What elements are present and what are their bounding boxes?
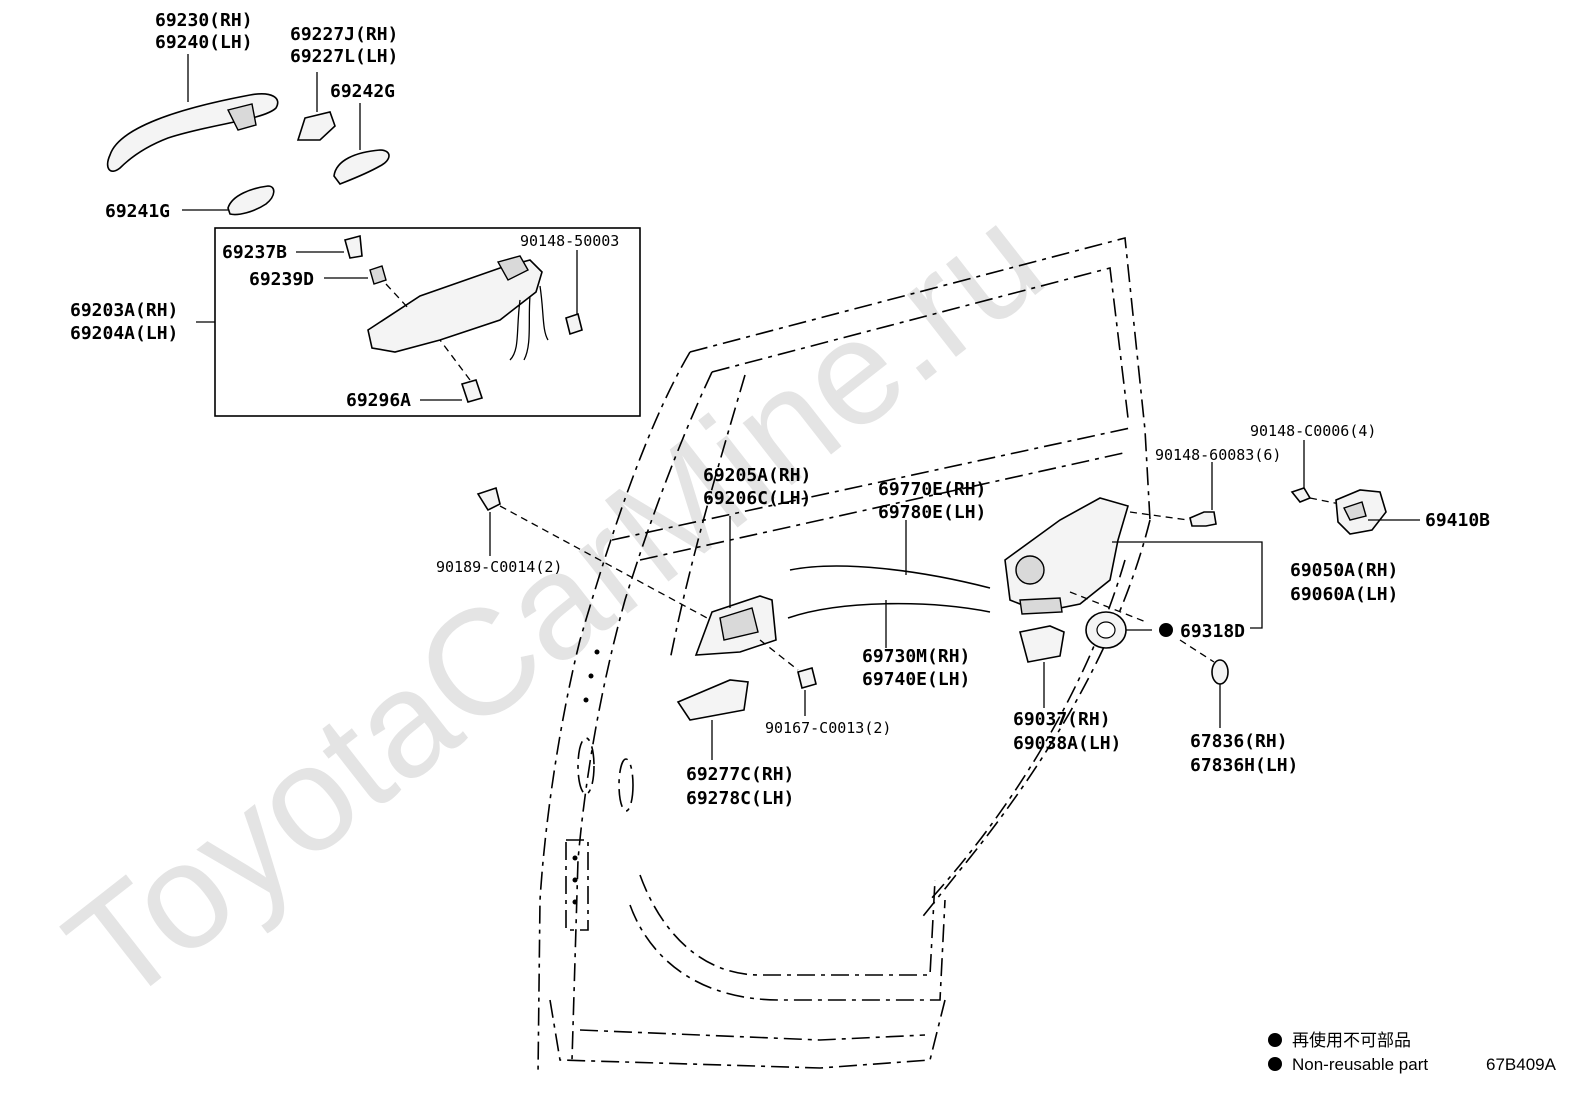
svg-text:69204A(LH): 69204A(LH): [70, 323, 178, 344]
striker-screw: [1290, 487, 1312, 503]
lock-cable: [789, 565, 991, 589]
frame-bolt: [460, 379, 484, 403]
label-69227: 69227J(RH) 69227L(LH): [290, 24, 398, 67]
frame-screw: [565, 312, 583, 336]
svg-text:Non-reusable part: Non-reusable part: [1292, 1055, 1428, 1074]
label-69205: 69205A(RH) 69206C(LH): [703, 465, 811, 509]
label-69770: 69770E(RH) 69780E(LH): [878, 479, 986, 523]
lock-seal: [1211, 659, 1229, 685]
handle-pad-front: [227, 185, 275, 216]
legend-bullet-icon: [1268, 1057, 1282, 1071]
frame-cushion: [369, 265, 387, 285]
label-69203: 69203A(RH) 69204A(LH): [70, 300, 178, 344]
handle-cap: [296, 111, 336, 141]
svg-text:69230(RH): 69230(RH): [155, 10, 253, 31]
label-69237: 69237B: [222, 242, 287, 263]
non-reusable-marker: [1159, 623, 1173, 637]
handle-screw: [797, 667, 817, 689]
door-lock-assembly: [1004, 497, 1129, 613]
label-69230: 69230(RH) 69240(LH): [155, 10, 253, 53]
label-69410: 69410B: [1425, 510, 1490, 531]
svg-text:69205A(RH): 69205A(RH): [703, 465, 811, 486]
svg-text:67836H(LH): 67836H(LH): [1190, 755, 1298, 776]
lock-cover: [1019, 625, 1065, 663]
svg-text:67836(RH): 67836(RH): [1190, 731, 1288, 752]
label-69239: 69239D: [249, 269, 314, 290]
svg-text:69240(LH): 69240(LH): [155, 32, 253, 53]
handle-pad-rear: [333, 149, 390, 185]
legend: 再使用不可部品 Non-reusable part: [1268, 1030, 1428, 1074]
label-69318: 69318D: [1180, 621, 1245, 642]
svg-text:69037(RH): 69037(RH): [1013, 709, 1111, 730]
inside-handle-bezel: [676, 679, 749, 721]
door-clip: [476, 486, 501, 512]
diagram-code: 67B409A: [1486, 1055, 1557, 1074]
svg-text:69278C(LH): 69278C(LH): [686, 788, 794, 809]
svg-text:再使用不可部品: 再使用不可部品: [1292, 1030, 1411, 1050]
svg-text:69227L(LH): 69227L(LH): [290, 46, 398, 67]
label-69242: 69242G: [330, 81, 395, 102]
label-90148-50003: 90148-50003: [520, 232, 619, 250]
svg-text:69780E(LH): 69780E(LH): [878, 502, 986, 523]
svg-text:69203A(RH): 69203A(RH): [70, 300, 178, 321]
svg-text:69740E(LH): 69740E(LH): [862, 669, 970, 690]
label-90148-60083: 90148-60083(6): [1155, 446, 1281, 464]
label-69050: 69050A(RH) 69060A(LH): [1290, 560, 1398, 605]
svg-text:69050A(RH): 69050A(RH): [1290, 560, 1398, 581]
handle-frame: [367, 259, 543, 353]
svg-text:69730M(RH): 69730M(RH): [862, 646, 970, 667]
label-90167: 90167-C0013(2): [765, 719, 891, 737]
label-69730: 69730M(RH) 69740E(LH): [862, 646, 970, 690]
svg-text:69227J(RH): 69227J(RH): [290, 24, 398, 45]
label-90189: 90189-C0014(2): [436, 558, 562, 576]
label-67836: 67836(RH) 67836H(LH): [1190, 731, 1298, 776]
svg-text:69206C(LH): 69206C(LH): [703, 488, 811, 509]
legend-bullet-icon: [1268, 1033, 1282, 1047]
svg-text:69060A(LH): 69060A(LH): [1290, 584, 1398, 605]
label-69277: 69277C(RH) 69278C(LH): [686, 764, 794, 809]
label-69296: 69296A: [346, 390, 411, 411]
svg-text:69038A(LH): 69038A(LH): [1013, 733, 1121, 754]
svg-text:69770E(RH): 69770E(RH): [878, 479, 986, 500]
control-cable: [787, 602, 991, 619]
door-frame-outline: [537, 236, 1151, 1076]
frame-cap: [344, 234, 363, 259]
label-69037: 69037(RH) 69038A(LH): [1013, 709, 1121, 754]
svg-text:69277C(RH): 69277C(RH): [686, 764, 794, 785]
label-90148-c0006: 90148-C0006(4): [1250, 422, 1376, 440]
lock-screw: [1189, 511, 1217, 527]
label-69241: 69241G: [105, 201, 170, 222]
handle-bracket: [226, 103, 257, 131]
